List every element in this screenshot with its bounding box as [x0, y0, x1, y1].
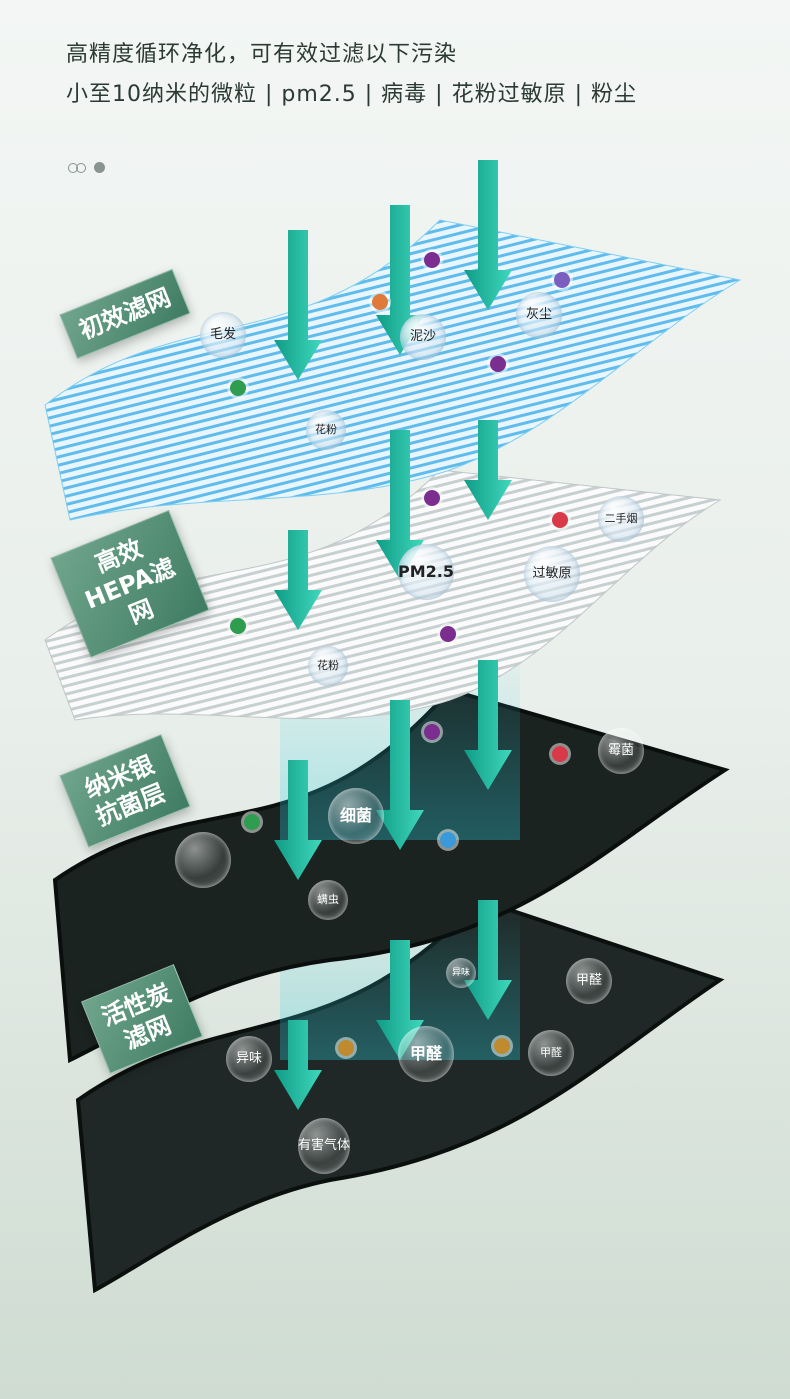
germ-icon — [552, 512, 568, 528]
virus-icon — [424, 490, 440, 506]
germ-icon — [244, 814, 260, 830]
particle-hair: 毛发 — [200, 312, 246, 358]
particle-smoke: 二手烟 — [598, 496, 644, 542]
germ-icon — [440, 832, 456, 848]
virus-icon — [424, 252, 440, 268]
carbon-layer — [75, 897, 725, 1294]
subheadline: 小至10纳米的微粒 | pm2.5 | 病毒 | 花粉过敏原 | 粉尘 — [66, 82, 637, 107]
headline: 高精度循环净化，可有效过滤以下污染 — [66, 42, 458, 67]
germ-icon — [230, 618, 246, 634]
particle-sand: 泥沙 — [400, 314, 446, 360]
particle-pollen-2: 花粉 — [308, 646, 348, 686]
particle-bacteria-visual — [175, 832, 231, 888]
particle-odor: 异味 — [226, 1036, 272, 1082]
particle-allergen: 过敏原 — [524, 546, 580, 602]
virus-icon — [424, 724, 440, 740]
particle-formaldehyde: 甲醛 — [398, 1026, 454, 1082]
decorative-dots — [68, 162, 105, 173]
particle-pm25: PM2.5 — [398, 544, 454, 600]
particle-odor-2: 异味 — [446, 958, 476, 988]
particle-harmful-gas: 有害气体 — [298, 1118, 350, 1174]
particle-mold: 霉菌 — [598, 728, 644, 774]
particle-pollen: 花粉 — [306, 410, 346, 450]
germ-icon — [338, 1040, 354, 1056]
virus-icon — [440, 626, 456, 642]
germ-icon — [372, 294, 388, 310]
particle-formaldehyde-2: 甲醛 — [528, 1030, 574, 1076]
silver-layer — [52, 687, 730, 1064]
virus-icon — [490, 356, 506, 372]
germ-icon — [554, 272, 570, 288]
hepa-layer — [44, 469, 722, 721]
germ-icon — [494, 1038, 510, 1054]
particle-formaldehyde-3: 甲醛 — [566, 958, 612, 1004]
particle-dust: 灰尘 — [516, 292, 562, 338]
particle-bacteria: 细菌 — [328, 788, 384, 844]
particle-mite: 螨虫 — [308, 880, 348, 920]
germ-icon — [552, 746, 568, 762]
germ-icon — [230, 380, 246, 396]
